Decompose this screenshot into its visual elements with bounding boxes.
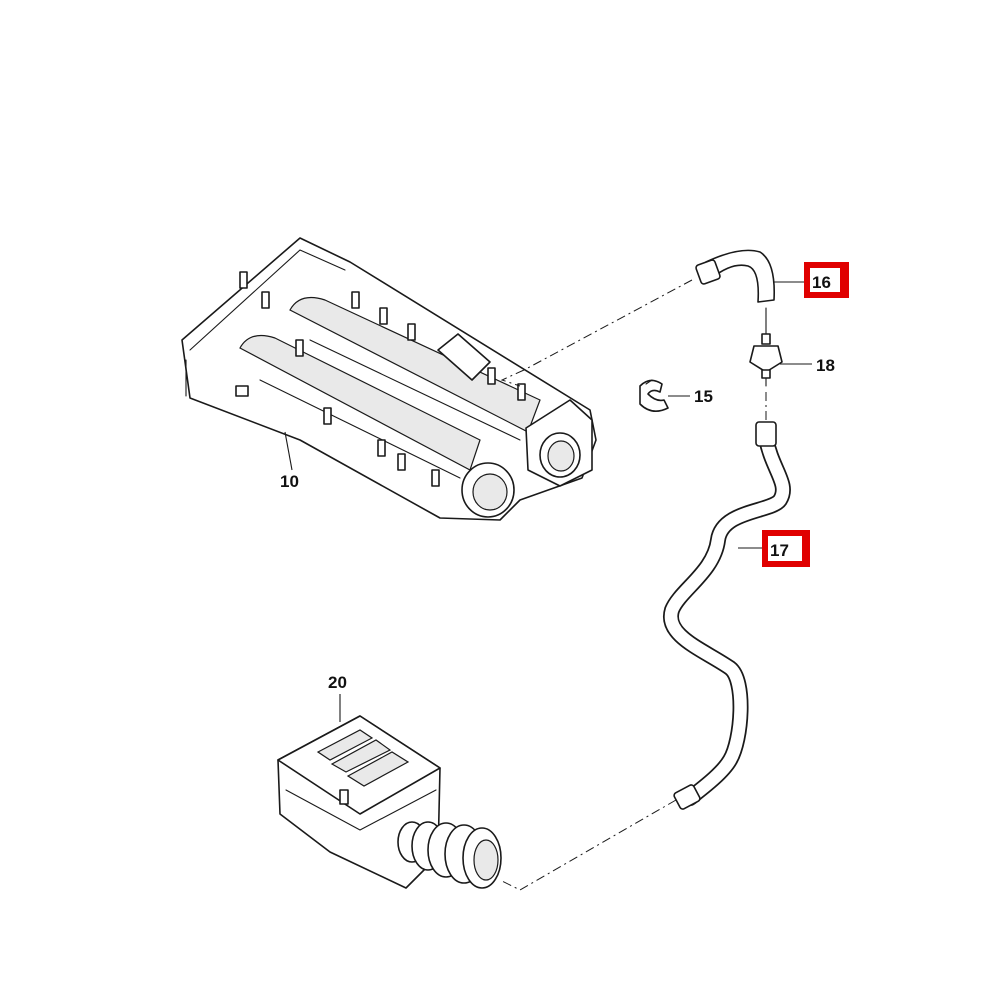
bellows-part <box>397 821 502 889</box>
valve-cover-part <box>181 237 597 521</box>
elbow-hose-part <box>695 249 776 303</box>
long-hose-part <box>663 421 791 810</box>
callout-20: 20 <box>328 673 347 692</box>
clip-part <box>639 379 669 412</box>
callout-15: 15 <box>694 387 713 406</box>
centerline-hose-to-cover <box>523 279 693 371</box>
centerline-hose-to-separator <box>499 799 677 891</box>
callout-17: 17 <box>770 541 789 560</box>
callout-10: 10 <box>280 472 299 491</box>
label-bg-16 <box>810 268 840 292</box>
centerline-cover-port <box>500 369 525 387</box>
oil-separator-part <box>277 715 502 889</box>
callout-16: 16 <box>812 273 831 292</box>
leader-10 <box>284 431 293 471</box>
check-valve-part <box>749 307 783 387</box>
callout-18: 18 <box>816 356 835 375</box>
label-bg-17 <box>768 536 802 561</box>
